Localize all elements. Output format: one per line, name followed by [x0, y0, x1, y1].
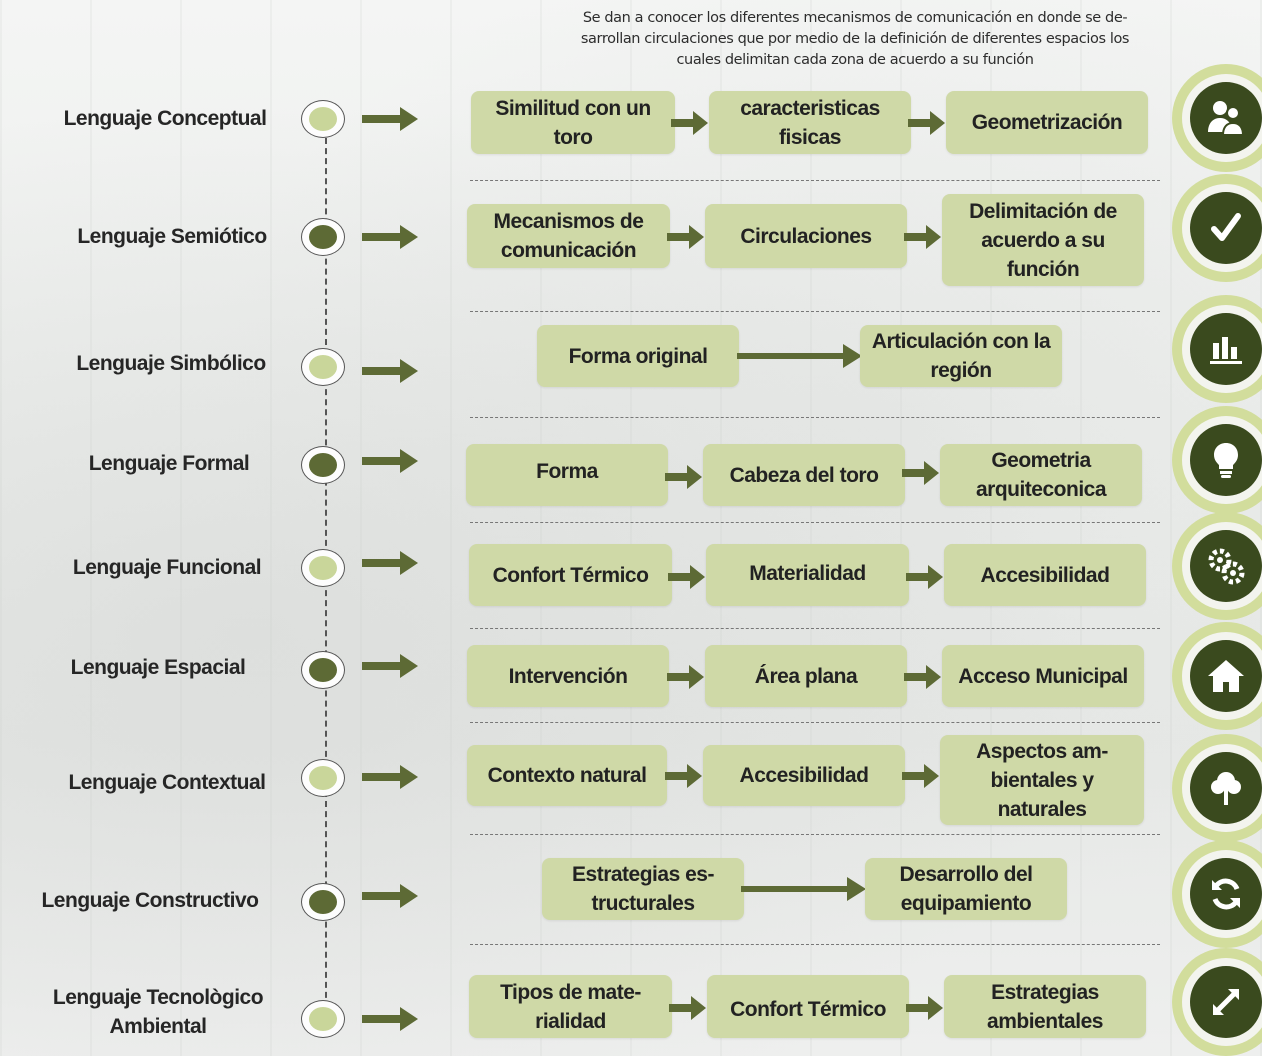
- step-box: Accesibilidad: [703, 745, 905, 806]
- step-box: Acceso Municipal: [942, 645, 1144, 707]
- step-box: Delimitación de acuerdo a su función: [942, 194, 1144, 286]
- arrow-right-icon: [671, 111, 708, 135]
- row-separator: [470, 180, 1160, 181]
- row-label: Lenguaje Espacial: [70, 656, 246, 679]
- step-box: Accesibilidad: [944, 544, 1146, 606]
- arrow-right-icon: [668, 565, 705, 589]
- step-box: Similitud con un toro: [471, 91, 675, 154]
- step-box: Materialidad: [706, 544, 909, 606]
- step-box: Estrategias ambientales: [944, 975, 1146, 1038]
- arrow-right-icon: [667, 665, 704, 689]
- row-label: Lenguaje Semiótico: [77, 225, 267, 248]
- arrow-right-icon: [908, 111, 945, 135]
- arrow-right-icon: [906, 565, 943, 589]
- step-box: Circulaciones: [705, 204, 907, 268]
- row-separator: [470, 722, 1160, 723]
- timeline-node: [301, 446, 345, 484]
- arrow-right-icon: [362, 884, 418, 908]
- timeline-node: [301, 100, 345, 138]
- intro-text: Se dan a conocer los diferentes mecanism…: [505, 8, 1205, 71]
- step-box: Mecanismos de comunicación: [467, 204, 670, 268]
- row-label: Lenguaje Contextual: [68, 771, 266, 794]
- timeline-node: [301, 759, 345, 797]
- step-box: Confort Térmico: [707, 975, 909, 1038]
- step-box: Geometria arquiteconica: [940, 444, 1142, 506]
- row-separator: [470, 628, 1160, 629]
- arrow-right-icon: [667, 225, 704, 249]
- step-box: Estrategias es-tructurales: [542, 858, 744, 920]
- step-box: Articulación con la región: [860, 325, 1062, 387]
- arrow-right-icon: [362, 225, 418, 249]
- row-label: Lenguaje Funcional: [72, 556, 262, 579]
- step-box: Aspectos am-bientales y naturales: [940, 735, 1144, 825]
- tree-icon: [1172, 734, 1262, 842]
- gears-icon: [1172, 512, 1262, 620]
- lightbulb-icon: [1172, 406, 1262, 514]
- step-box: Geometrización: [946, 91, 1148, 154]
- arrow-right-icon: [669, 996, 706, 1020]
- arrow-right-icon: [362, 359, 418, 383]
- timeline-node: [301, 348, 345, 386]
- arrow-right-icon: [904, 665, 941, 689]
- step-box: caracteristicas fisicas: [709, 91, 911, 154]
- row-label: Lenguaje Constructivo: [41, 889, 259, 912]
- arrow-right-icon: [741, 877, 866, 901]
- arrow-right-icon: [362, 654, 418, 678]
- arrow-right-icon: [362, 107, 418, 131]
- timeline-node: [301, 218, 345, 256]
- step-box: Tipos de mate-rialidad: [469, 975, 672, 1038]
- arrow-right-icon: [902, 461, 939, 485]
- bar-chart-icon: [1172, 295, 1262, 403]
- row-label: Lenguaje Conceptual: [63, 107, 267, 130]
- intro-line: sarrollan circulaciones que por medio de…: [580, 31, 1130, 47]
- row-label: Lenguaje Tecnològico Ambiental: [52, 986, 264, 1038]
- step-box: Contexto natural: [467, 745, 667, 806]
- step-box: Forma: [466, 444, 668, 506]
- arrow-right-icon: [737, 344, 862, 368]
- arrow-right-icon: [665, 764, 702, 788]
- timeline-node: [301, 549, 345, 587]
- arrow-right-icon: [362, 1007, 418, 1031]
- row-label: Lenguaje Simbólico: [76, 352, 266, 375]
- arrow-right-icon: [362, 449, 418, 473]
- row-separator: [470, 417, 1160, 418]
- arrow-right-icon: [362, 551, 418, 575]
- timeline-node: [301, 651, 345, 689]
- row-separator: [470, 944, 1160, 945]
- row-separator: [470, 834, 1160, 835]
- step-box: Forma original: [537, 325, 739, 387]
- refresh-icon: [1172, 840, 1262, 948]
- step-box: Área plana: [705, 645, 907, 707]
- step-box: Intervención: [467, 645, 669, 707]
- row-label: Lenguaje Formal: [88, 452, 250, 475]
- row-separator: [470, 522, 1160, 523]
- intro-line: Se dan a conocer los diferentes mecanism…: [582, 10, 1128, 26]
- arrow-right-icon: [665, 465, 702, 489]
- step-box: Cabeza del toro: [703, 444, 905, 506]
- step-box: Desarrollo del equipamiento: [865, 858, 1067, 920]
- check-icon: [1172, 174, 1262, 282]
- home-icon: [1172, 622, 1262, 730]
- expand-icon: [1172, 948, 1262, 1056]
- arrow-right-icon: [906, 996, 943, 1020]
- arrow-right-icon: [362, 765, 418, 789]
- timeline-node: [301, 883, 345, 921]
- users-icon: [1172, 64, 1262, 172]
- intro-line: cuales delimitan cada zona de acuerdo a …: [676, 52, 1034, 68]
- step-box: Confort Térmico: [469, 544, 672, 606]
- row-separator: [470, 311, 1160, 312]
- timeline-node: [301, 1000, 345, 1038]
- arrow-right-icon: [904, 225, 941, 249]
- arrow-right-icon: [902, 764, 939, 788]
